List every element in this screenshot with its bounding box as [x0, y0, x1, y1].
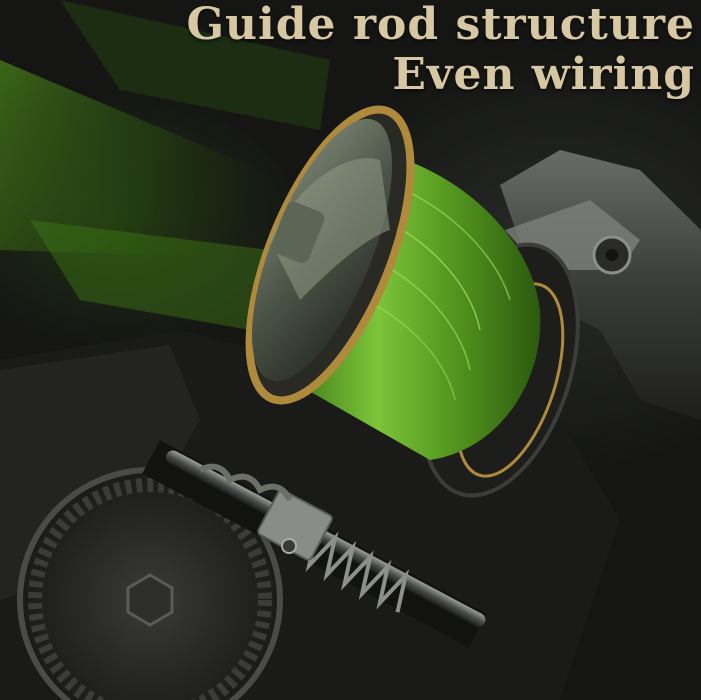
hex-nut-icon	[126, 573, 174, 627]
spring	[298, 524, 410, 613]
headline: Guide rod structure Even wiring	[186, 0, 695, 100]
slider-screw-icon	[281, 538, 297, 554]
headline-line-1: Guide rod structure	[186, 0, 695, 50]
green-light-beams	[0, 0, 330, 330]
guide-rod-assembly	[142, 440, 487, 648]
drag-knob	[271, 201, 325, 264]
headline-line-2: Even wiring	[392, 49, 695, 100]
spool-rim	[245, 105, 415, 405]
